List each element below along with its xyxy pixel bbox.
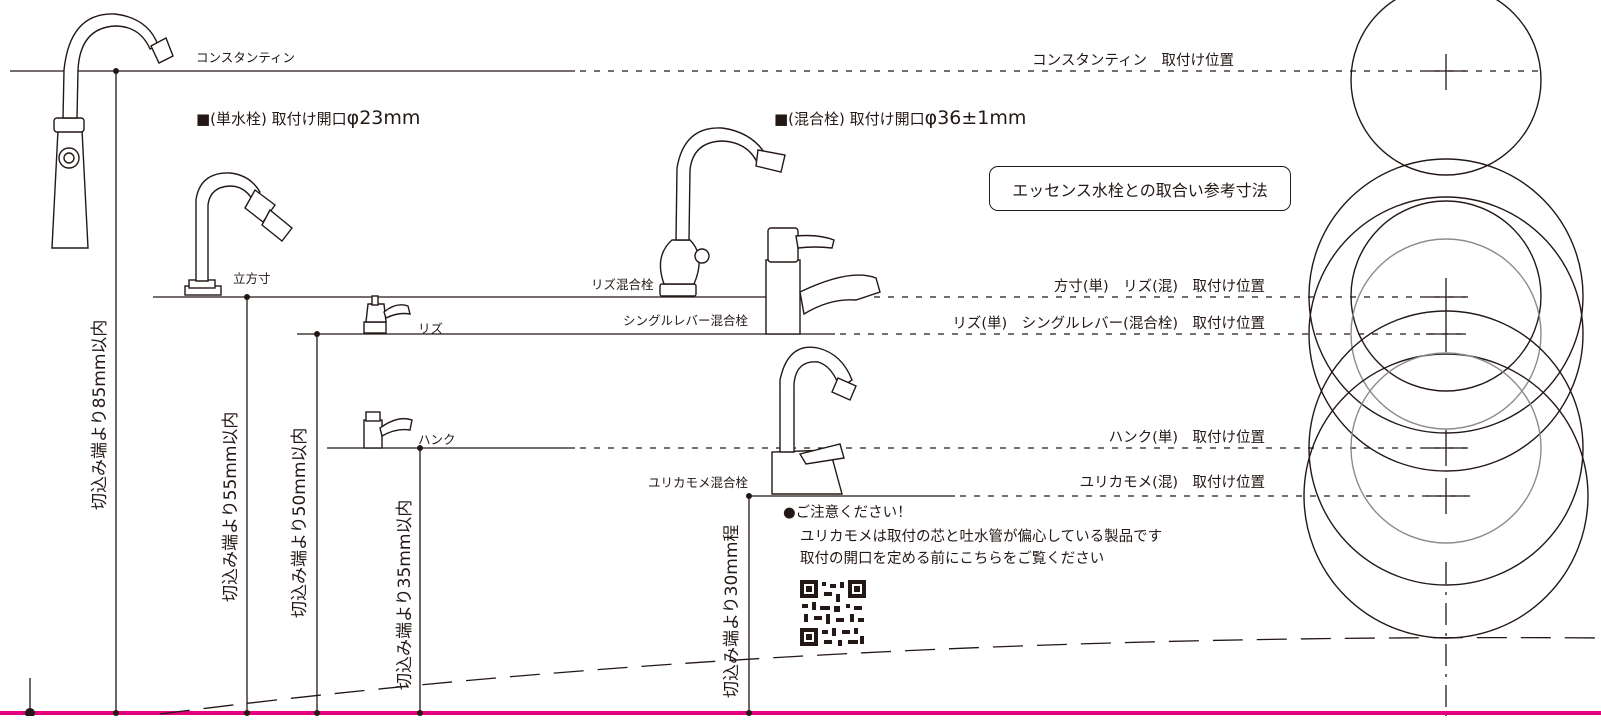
dim-50-bottom-dot — [314, 710, 320, 716]
qr-code-icon — [800, 580, 866, 646]
yurikamome-mixer-icon — [771, 346, 857, 495]
dim-30-label: 切込み端より30mm程 — [722, 525, 742, 698]
yurikamome-mixer-label: ユリカモメ混合栓 — [648, 475, 749, 490]
dim-50-label: 切込み端より50mm以内 — [290, 428, 310, 618]
dim-30-bottom-dot — [746, 710, 752, 716]
dim-50-top-dot — [314, 331, 320, 337]
riz-basin-circle — [1308, 196, 1584, 472]
hank-position-label: ハンク(単) 取付け位置 — [1109, 429, 1265, 446]
riz-bowl-circle — [1350, 238, 1542, 430]
riz-faucet-icon — [363, 295, 411, 334]
dim-55-bottom-dot — [244, 710, 250, 716]
constantin-position-label: コンスタンティン 取付け位置 — [1032, 52, 1234, 69]
houshun-position-label: 方寸(単) リズ(混) 取付け位置 — [1054, 278, 1265, 295]
dim-35-top-dot — [417, 445, 423, 451]
houshun-faucet-icon — [184, 172, 293, 296]
yurikamome-basin-circle — [1303, 353, 1589, 639]
dim-35-bottom-dot — [417, 710, 423, 716]
dim-55-label: 切込み端より55mm以内 — [221, 412, 241, 602]
single-lever-mixer-icon — [765, 227, 881, 335]
single-faucet-header: ■(単水栓) 取付け開口φ23mm — [196, 107, 420, 129]
notice-line-2: 取付の開口を定める前にこちらをご覧ください — [800, 550, 1104, 567]
constantin-label: コンスタンティン — [196, 50, 295, 65]
dim-85-label: 切込み端より85mm以内 — [90, 320, 110, 510]
constantin-basin-circle — [1350, 0, 1542, 176]
basin-rim-dashed-curve — [159, 636, 1601, 715]
dim-55-top-dot — [244, 294, 250, 300]
houshun-label: 立方寸 — [233, 271, 271, 286]
edge-marker-dot — [25, 708, 35, 718]
notice-title: ●ご注意ください！ — [783, 503, 912, 521]
riz-position-label: リズ(単) シングルレバー(混合栓) 取付け位置 — [952, 315, 1265, 332]
hank-faucet-icon — [363, 411, 413, 449]
single-lever-label: シングルレバー混合栓 — [623, 313, 749, 328]
dim-30-top-dot — [746, 493, 752, 499]
dim-85-bottom-dot — [113, 710, 119, 716]
houshun-bowl-circle — [1350, 200, 1542, 392]
hank-bowl-circle — [1350, 352, 1542, 544]
dim-85-top-dot — [113, 68, 119, 74]
reference-dimensions-title: エッセンス水栓との取合い参考寸法 — [989, 166, 1291, 211]
yurikamome-position-label: ユリカモメ(混) 取付け位置 — [1080, 474, 1265, 491]
mixer-faucet-header: ■(混合栓) 取付け開口φ36±1mm — [774, 107, 1026, 129]
crosshair-markers — [1426, 54, 1466, 514]
dim-35-label: 切込み端より35mm以内 — [395, 500, 415, 690]
riz-label: リズ — [418, 321, 443, 336]
riz-mixer-label: リズ混合栓 — [591, 277, 654, 292]
notice-line-1: ユリカモメは取付の芯と吐水管が偏心している製品です — [800, 528, 1162, 545]
hank-label: ハンク — [418, 432, 456, 447]
constantin-faucet-icon — [51, 13, 174, 249]
riz-mixer-faucet-icon — [659, 127, 786, 297]
